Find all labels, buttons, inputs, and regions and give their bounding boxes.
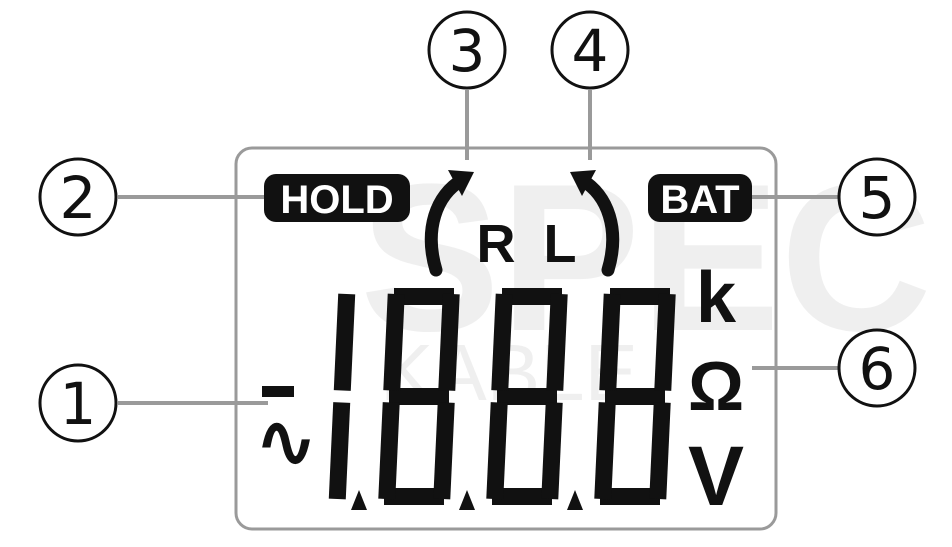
digit-3-segment-c: [541, 402, 563, 500]
callout-6-number: 6: [859, 335, 896, 403]
digit-3-segment-f: [491, 293, 513, 391]
seven-segment-digits: [328, 288, 676, 505]
minus-sign: [262, 386, 294, 397]
battery-indicator: BAT: [648, 174, 752, 222]
lcd-frame: [234, 146, 778, 531]
callout-2-number: 2: [60, 164, 97, 232]
rotation-left-indicator: L: [544, 170, 620, 277]
callout-4: 4: [550, 10, 630, 90]
digit-4-segment-b: [654, 293, 676, 391]
rotation-right-arrowhead-icon: [448, 170, 474, 196]
decimal-point-1: [351, 490, 367, 510]
digit-2-segment-e: [378, 402, 400, 500]
digit-3-segment-b: [546, 293, 568, 391]
decimal-point-3: [567, 490, 583, 510]
leader-lines: [118, 90, 840, 405]
callout-5-number: 5: [859, 164, 896, 232]
bat-label: BAT: [660, 178, 739, 222]
decimal-points: [351, 490, 583, 510]
unit-indicators: k Ω V: [688, 258, 744, 523]
digit-4-segment-e: [594, 402, 616, 500]
unit-ohm: Ω: [688, 347, 744, 425]
callout-1: 1: [38, 363, 118, 443]
hold-indicator: HOLD: [264, 174, 410, 222]
ac-symbol-glyph: ∿: [256, 402, 316, 482]
rotation-right-indicator: R: [424, 170, 516, 277]
digit-1-segment-c: [328, 402, 351, 500]
rotation-left-label: L: [544, 214, 577, 274]
digit-3-segment-e: [486, 402, 508, 500]
digit-4-segment-f: [599, 293, 621, 391]
callout-6: 6: [837, 328, 917, 408]
digit-2-segment-f: [383, 293, 405, 391]
callout-3-number: 3: [449, 17, 486, 85]
unit-volt: V: [688, 429, 744, 523]
rotation-left-arrowhead-icon: [570, 170, 596, 196]
ac-symbol: ∿: [256, 386, 316, 482]
hold-label: HOLD: [280, 178, 393, 222]
callout-3: 3: [427, 10, 507, 90]
rotation-right-label: R: [477, 214, 516, 274]
rotation-left-arrow-icon: [575, 173, 620, 277]
decimal-point-2: [459, 490, 475, 510]
callout-5: 5: [837, 157, 917, 237]
callout-1-number: 1: [60, 370, 97, 438]
digit-2-segment-b: [438, 293, 460, 391]
unit-kilo: k: [696, 258, 737, 338]
digit-1-segment-b: [333, 293, 356, 391]
digit-4-segment-c: [649, 402, 671, 500]
rotation-right-arrow-icon: [424, 173, 469, 277]
callout-2: 2: [38, 157, 118, 237]
digit-2-segment-c: [433, 402, 455, 500]
callout-4-number: 4: [572, 17, 609, 85]
